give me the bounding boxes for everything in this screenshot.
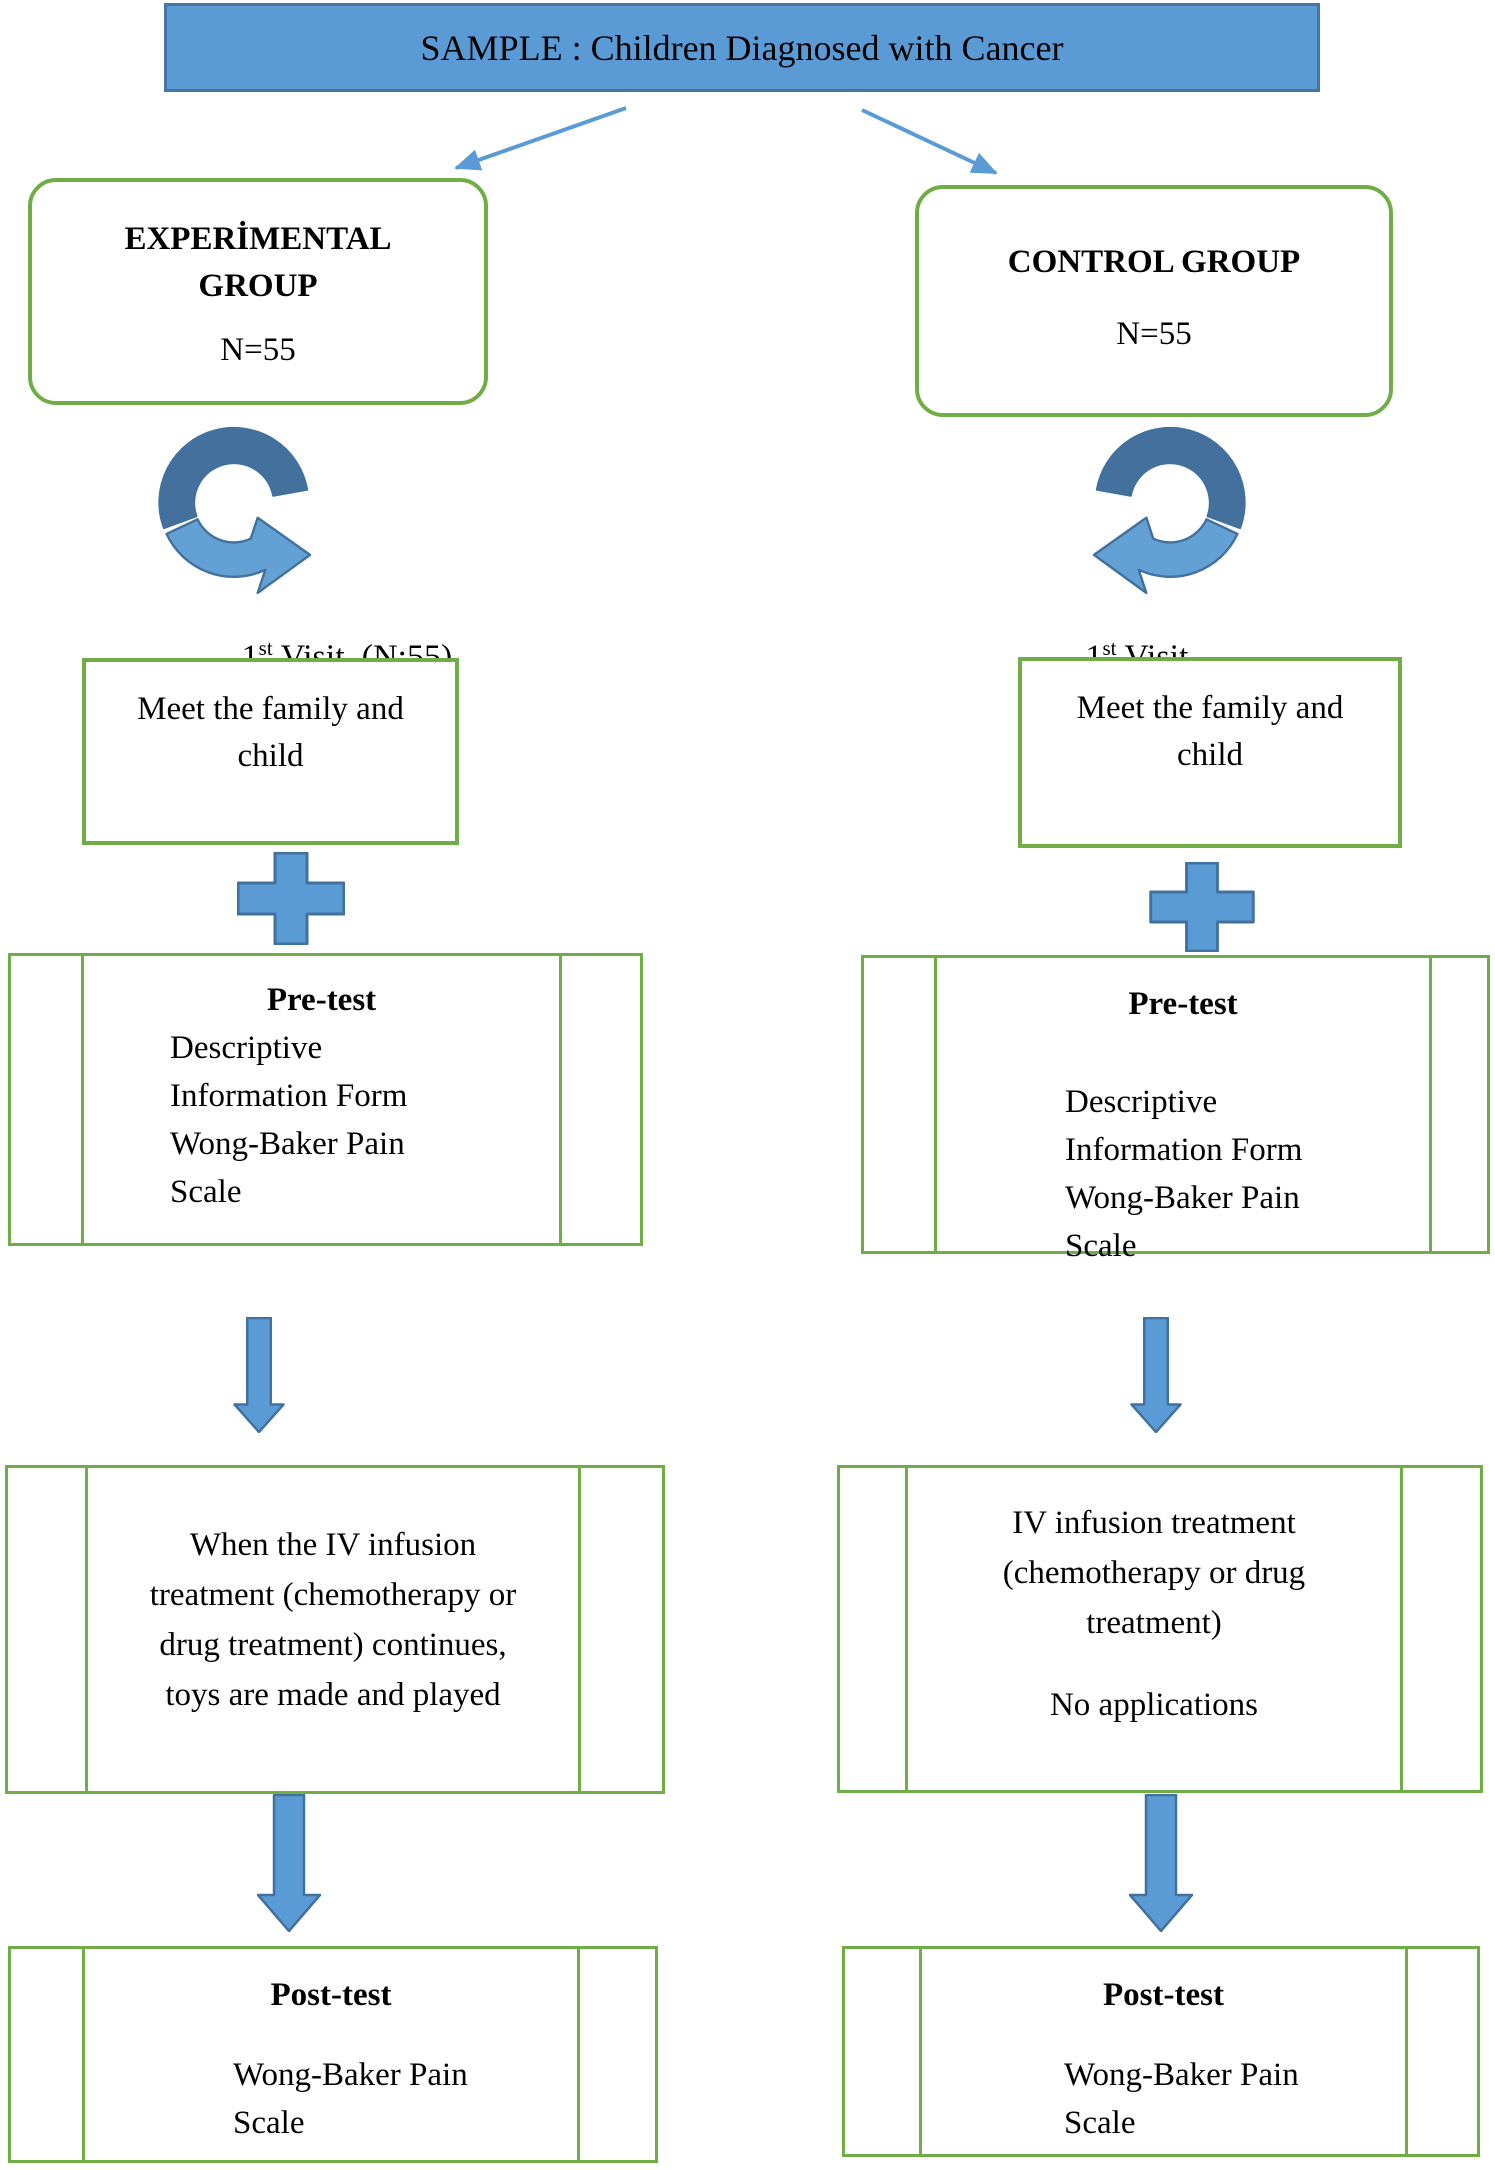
visit-ordinal: st <box>258 636 273 660</box>
control-group-n: N=55 <box>1116 316 1192 352</box>
plus-connector-left-icon <box>237 852 345 945</box>
sample-title: SAMPLE : Children Diagnosed with Cancer <box>420 27 1064 68</box>
plus-connector-right-icon <box>1149 862 1255 952</box>
control-group-box: CONTROL GROUP N=55 <box>915 185 1393 417</box>
down-arrow-left-2-icon <box>257 1794 321 1932</box>
visit-ordinal: st <box>1102 636 1117 660</box>
left-spacer-cell <box>8 1468 88 1791</box>
left-spacer-cell <box>840 1468 908 1790</box>
down-arrow-right-2-icon <box>1129 1794 1193 1932</box>
branch-arrows-icon <box>454 106 998 175</box>
right-spacer-cell <box>578 1468 662 1791</box>
control-treatment-text: IV infusion treatment(chemotherapy or dr… <box>1002 1505 1306 1641</box>
left-spacer-cell <box>11 956 84 1243</box>
experimental-pretest-title: Pre-test <box>266 982 377 1018</box>
control-treatment-box: IV infusion treatment(chemotherapy or dr… <box>837 1465 1483 1793</box>
down-arrow-right-1-icon <box>1130 1317 1182 1433</box>
curved-arrow-left-icon <box>158 426 312 595</box>
experimental-posttest-title: Post-test <box>270 1977 392 2013</box>
left-spacer-cell <box>845 1949 922 2154</box>
sample-box: SAMPLE : Children Diagnosed with Cancer <box>164 3 1320 92</box>
left-spacer-cell <box>11 1949 85 2160</box>
right-spacer-cell <box>559 956 640 1243</box>
control-group-title: CONTROL GROUP <box>1007 244 1301 280</box>
arrow-to-control-icon <box>861 108 998 175</box>
control-posttest-title: Post-test <box>1103 1977 1224 2013</box>
left-spacer-cell <box>864 958 937 1251</box>
arrow-to-experimental-icon <box>454 106 627 171</box>
right-spacer-cell <box>577 1949 655 2160</box>
control-treatment-content: IV infusion treatment(chemotherapy or dr… <box>908 1468 1400 1790</box>
right-spacer-cell <box>1429 958 1487 1251</box>
experimental-group-n: N=55 <box>220 332 296 368</box>
control-pretest-title: Pre-test <box>1128 986 1238 1022</box>
right-spacer-cell <box>1400 1468 1480 1790</box>
control-no-applications: No applications <box>1049 1687 1259 1723</box>
down-arrow-left-1-icon <box>233 1317 285 1433</box>
right-spacer-cell <box>1405 1949 1477 2154</box>
curved-arrow-right-icon <box>1092 426 1246 595</box>
